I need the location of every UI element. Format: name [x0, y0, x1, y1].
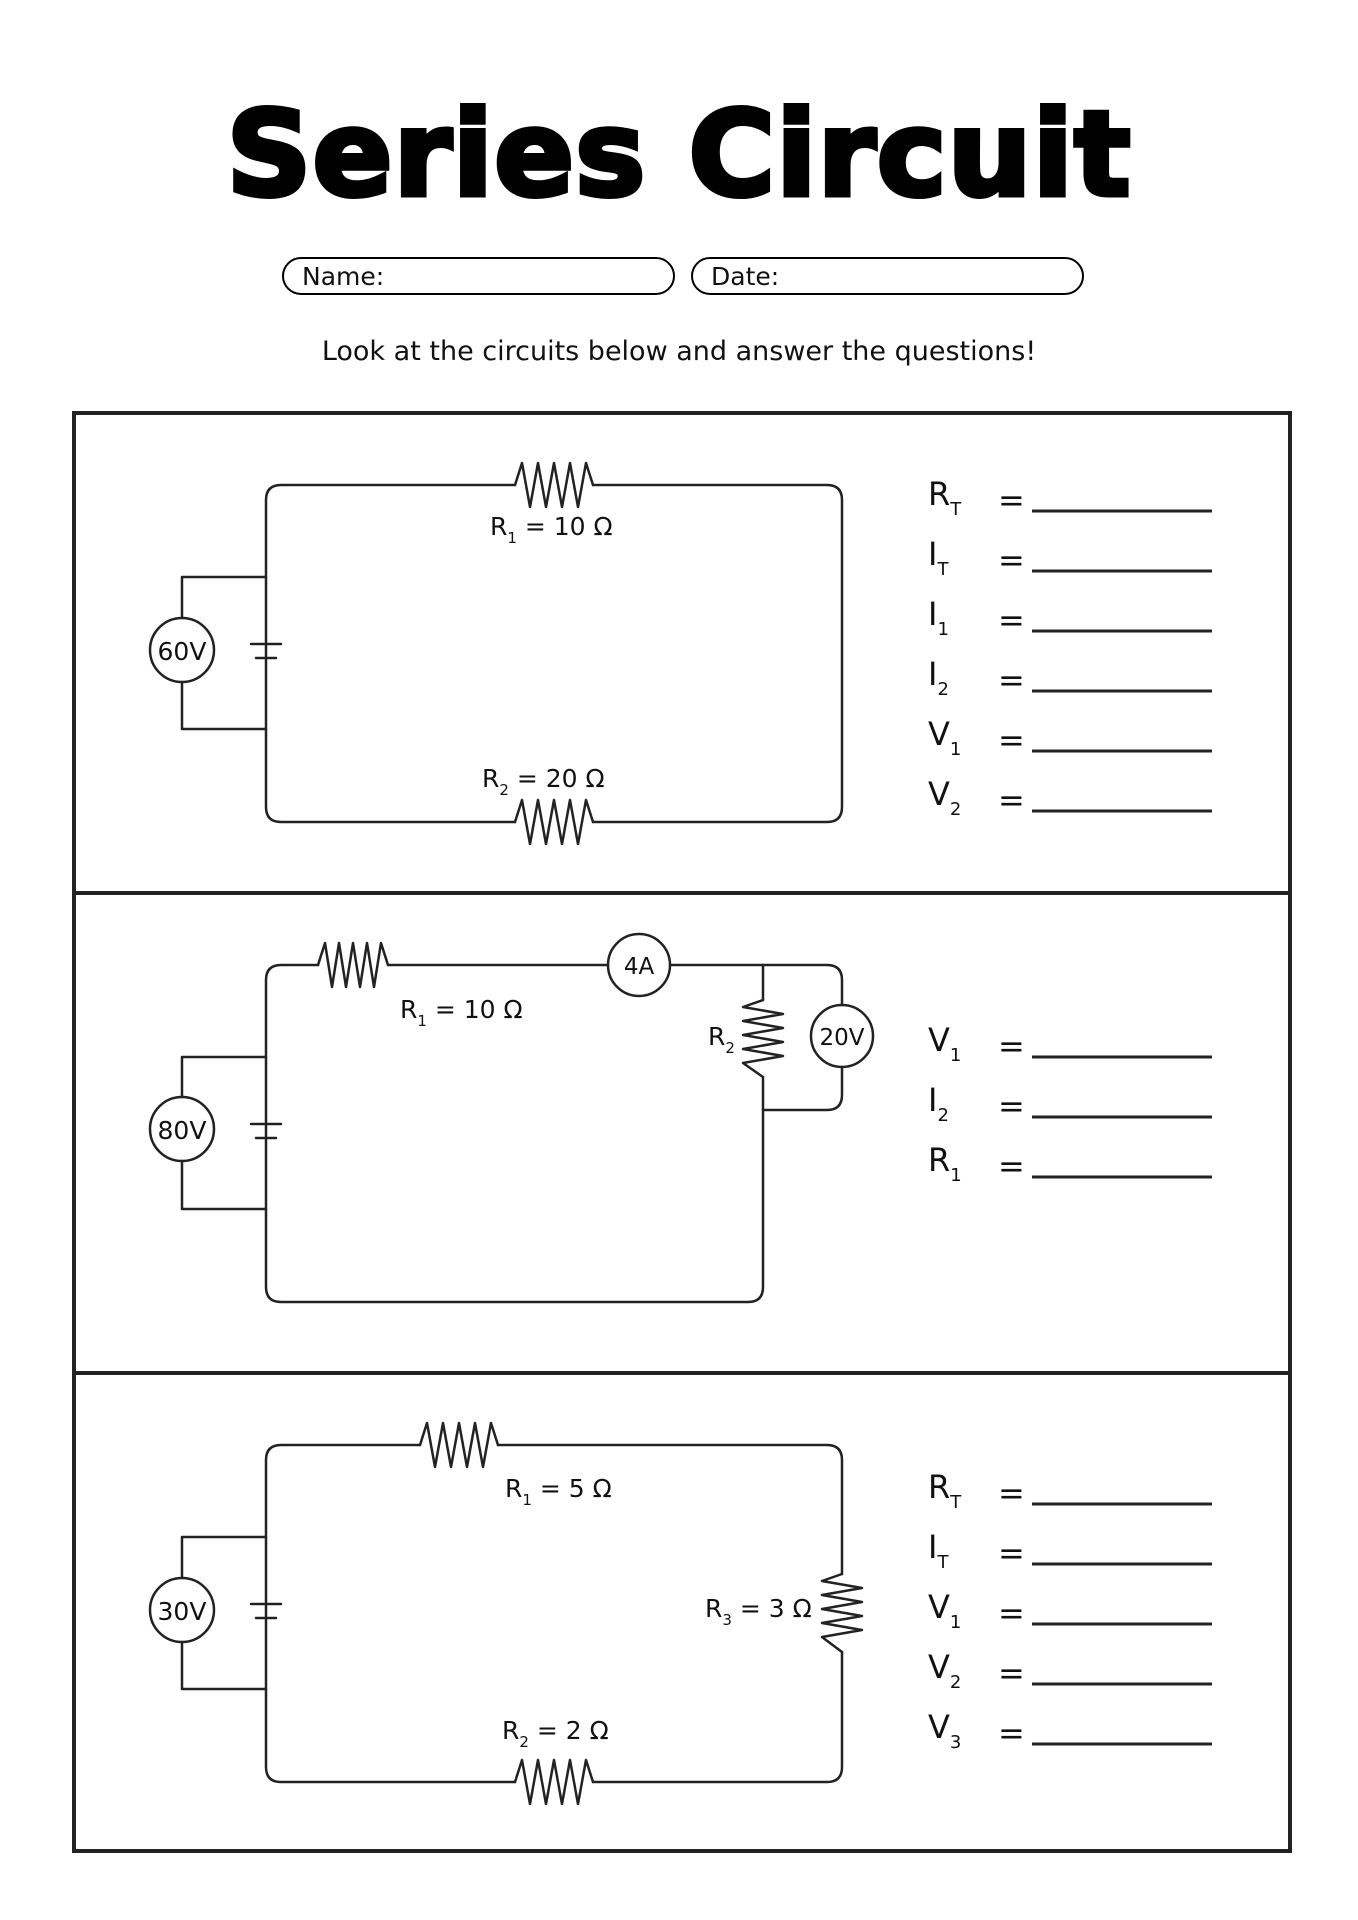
circuit-panel-3 [72, 1371, 1292, 1853]
resistor-r1-icon [418, 1421, 500, 1469]
name-label: Name: [302, 262, 385, 291]
circuit-3-battery-lead-bottom [180, 1640, 268, 1691]
voltmeter-icon [809, 1003, 875, 1069]
question-r1[interactable]: R1 = [928, 1141, 1212, 1186]
circuit-2-diagram: 4A 20V 80V R1 = 10 Ω R2 [148, 932, 875, 1304]
instructions: Look at the circuits below and answer th… [321, 336, 1037, 367]
svg-text:I1: I1 [928, 595, 949, 640]
svg-text:IT: IT [928, 535, 949, 580]
r1-label: R1 = 5 Ω [505, 1474, 612, 1509]
question-v1[interactable]: V1 = [928, 1588, 1212, 1633]
svg-text:=: = [998, 1147, 1025, 1185]
r2-label: R2 = 20 Ω [482, 764, 605, 799]
svg-text:V1: V1 [928, 1588, 961, 1633]
r1-label: R1 = 10 Ω [400, 995, 523, 1030]
circuit-2-questions: V1 = I2 = R1 = [928, 1021, 1212, 1186]
svg-text:=: = [998, 1534, 1025, 1572]
date-field[interactable]: Date: [691, 257, 1084, 295]
question-i2[interactable]: I2 = [928, 1081, 1212, 1126]
battery-icon [148, 1576, 216, 1644]
svg-text:=: = [998, 1654, 1025, 1692]
ammeter-reading: 4A [624, 954, 655, 980]
svg-text:I2: I2 [928, 655, 949, 700]
r2-label: R2 = 2 Ω [502, 1716, 609, 1751]
question-rt[interactable]: RT = [928, 1468, 1212, 1513]
battery-voltage: 80V [158, 1116, 207, 1145]
circuit-2-wire-to-r2 [668, 963, 765, 1002]
battery-icon [148, 1095, 216, 1163]
r1-label: R1 = 10 Ω [490, 512, 613, 547]
svg-text:=: = [998, 481, 1025, 519]
svg-text:=: = [998, 1714, 1025, 1752]
circuit-1-battery-lead-top [180, 575, 268, 620]
svg-text:R1: R1 [928, 1141, 962, 1186]
battery-icon [148, 616, 216, 684]
resistor-r2-icon [741, 998, 785, 1079]
circuit-3-questions: RT = IT = V1 = V2 = V3 = [928, 1468, 1212, 1753]
date-label: Date: [711, 262, 780, 291]
circuit-3-wire-top-right [496, 1443, 844, 1576]
circuit-2-battery-lead-top [180, 1055, 268, 1099]
resistor-r2-icon [513, 798, 595, 846]
svg-text:=: = [998, 1087, 1025, 1125]
r3-label: R3 = 3 Ω [705, 1594, 812, 1629]
name-field[interactable]: Name: [282, 257, 675, 295]
svg-text:RT: RT [928, 1468, 962, 1513]
svg-text:I2: I2 [928, 1081, 949, 1126]
svg-text:=: = [998, 661, 1025, 699]
circuit-1-battery-lead-bottom [180, 680, 268, 731]
r2-label: R2 [708, 1022, 735, 1057]
circuit-3-wire-bottom-right [591, 1650, 844, 1784]
question-it[interactable]: IT = [928, 1528, 1212, 1573]
circuit-3-battery-lead-top [180, 1535, 268, 1580]
svg-text:RT: RT [928, 475, 962, 520]
question-v1[interactable]: V1 = [928, 1021, 1212, 1066]
svg-text:V2: V2 [928, 1648, 961, 1693]
question-it[interactable]: IT = [928, 535, 1212, 580]
question-i2[interactable]: I2 = [928, 655, 1212, 700]
svg-text:=: = [998, 601, 1025, 639]
question-i1[interactable]: I1 = [928, 595, 1212, 640]
battery-voltage: 60V [158, 637, 207, 666]
battery-voltage: 30V [158, 1597, 207, 1626]
circuit-1-questions: RT = IT = I1 = I2 = V1 = V2 = [928, 475, 1212, 820]
circuit-1-wire-right [591, 483, 844, 824]
circuit-2-battery-lead-bottom [180, 1159, 268, 1211]
voltmeter-lead-bottom [761, 1065, 844, 1112]
svg-text:V1: V1 [928, 715, 961, 760]
question-v1[interactable]: V1 = [928, 715, 1212, 760]
circuit-1-diagram: 60V R1 = 10 Ω R2 = 20 Ω [148, 461, 844, 846]
circuit-1-wire-left [264, 483, 517, 824]
resistor-r2-icon [513, 1758, 595, 1806]
svg-text:=: = [998, 781, 1025, 819]
svg-text:V2: V2 [928, 775, 961, 820]
voltmeter-lead-top [761, 963, 844, 1007]
voltmeter-reading: 20V [819, 1025, 864, 1051]
page-title: Series Circuit [224, 85, 1133, 223]
resistor-r1-icon [513, 461, 595, 509]
svg-text:=: = [998, 1474, 1025, 1512]
circuit-3-wire-left [264, 1443, 517, 1784]
svg-text:=: = [998, 721, 1025, 759]
question-v3[interactable]: V3 = [928, 1708, 1212, 1753]
svg-text:V1: V1 [928, 1021, 961, 1066]
svg-text:=: = [998, 541, 1025, 579]
resistor-r3-icon [820, 1572, 864, 1654]
question-v2[interactable]: V2 = [928, 775, 1212, 820]
svg-text:=: = [998, 1027, 1025, 1065]
circuit-2-wire-loop [264, 963, 765, 1304]
circuit-3-diagram: 30V R1 = 5 Ω R3 = 3 Ω R2 = 2 Ω [148, 1421, 864, 1806]
question-v2[interactable]: V2 = [928, 1648, 1212, 1693]
svg-text:IT: IT [928, 1528, 949, 1573]
resistor-r1-icon [316, 941, 390, 989]
svg-text:V3: V3 [928, 1708, 961, 1753]
question-rt[interactable]: RT = [928, 475, 1212, 520]
svg-text:=: = [998, 1594, 1025, 1632]
